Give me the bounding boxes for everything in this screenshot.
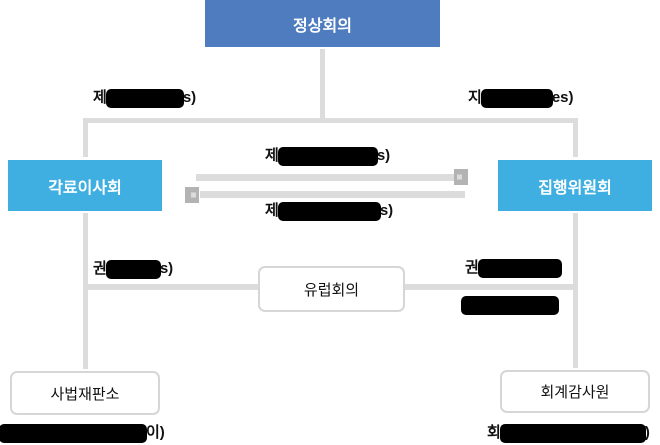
- arrow-right-shaft: [196, 174, 454, 181]
- label-text-fragment: 이): [146, 424, 165, 441]
- parliament-label: 유럽회의: [303, 281, 360, 299]
- council-label: 각료이사회: [48, 179, 122, 197]
- connector-label-arrow-top: 제 s): [265, 146, 390, 166]
- redacted-text-bar: [105, 259, 161, 279]
- redacted-text-bar: [277, 201, 381, 221]
- connector-line-summit-vertical: [320, 49, 325, 118]
- connector-line-left-lower: [83, 213, 88, 369]
- redacted-text-bar: [0, 423, 147, 443]
- redacted-text-bar: [480, 88, 553, 108]
- connector-label-summit-right: 지 es): [468, 88, 574, 108]
- label-text-fragment: s): [376, 147, 391, 164]
- parliament-box: 유럽회의: [258, 266, 405, 312]
- connector-line-branch-right: [405, 284, 578, 290]
- redacted-text-bar: [277, 146, 378, 166]
- label-text-fragment: es): [551, 89, 574, 106]
- arrow-left-shaft: [200, 191, 465, 198]
- label-text-fragment: 제: [265, 202, 279, 219]
- label-text-fragment: 회: [487, 424, 501, 441]
- summit-box: 정상회의: [205, 0, 440, 47]
- label-text-fragment: 권: [465, 259, 479, 276]
- connector-line-branch-left: [83, 284, 258, 290]
- label-text-fragment: 지: [468, 89, 482, 106]
- justice-box: 사법재판소: [10, 371, 160, 415]
- justice-caption-label: 이): [0, 423, 165, 443]
- auditors-box: 회계감사원: [500, 370, 650, 413]
- label-text-fragment: ): [644, 424, 650, 441]
- connector-line-right-upper: [573, 123, 578, 157]
- redacted-text-bar: [477, 258, 562, 278]
- label-text-fragment: s): [379, 202, 394, 219]
- connector-line-main-horizontal: [83, 118, 578, 123]
- connector-label-council-branch: 권 s): [93, 259, 173, 279]
- label-text-fragment: s): [182, 89, 197, 106]
- label-text-fragment: 권: [93, 260, 107, 277]
- commission-box: 집행위원회: [498, 160, 652, 211]
- redacted-text-bar: [461, 296, 559, 315]
- council-box: 각료이사회: [8, 160, 162, 211]
- redacted-text-bar: [499, 423, 646, 443]
- label-text-fragment: 제: [93, 89, 107, 106]
- label-text-fragment: 제: [265, 147, 279, 164]
- connector-line-right-lower: [573, 213, 578, 368]
- summit-label: 정상회의: [293, 17, 352, 35]
- connector-line-left-upper: [83, 123, 88, 157]
- auditors-caption-label: 회): [487, 423, 650, 443]
- connector-label-commission-branch-line2: [461, 296, 559, 315]
- connector-label-summit-left: 제 s): [93, 88, 196, 108]
- auditors-label: 회계감사원: [540, 384, 610, 401]
- redacted-text-bar: [105, 88, 184, 108]
- arrow-left-head-icon: [185, 187, 199, 203]
- justice-label: 사법재판소: [50, 385, 120, 403]
- connector-label-arrow-bottom: 제 s): [265, 201, 393, 221]
- arrow-right-head-icon: [454, 169, 468, 185]
- commission-label: 집행위원회: [538, 179, 612, 197]
- label-text-fragment: s): [159, 260, 174, 277]
- connector-label-commission-branch-line1: 권: [465, 258, 562, 278]
